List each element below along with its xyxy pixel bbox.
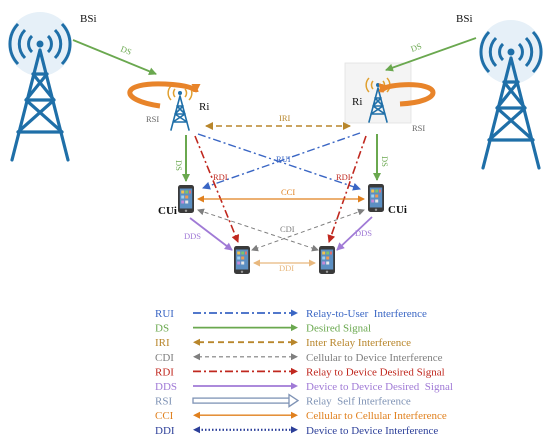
cdi-label: CDI bbox=[280, 224, 295, 234]
legend-line-symbol bbox=[193, 353, 298, 361]
legend-item: DDS Device to Device Desired Signal bbox=[155, 381, 453, 393]
legend-code: IRI bbox=[155, 337, 170, 349]
legend-line-symbol bbox=[193, 309, 298, 317]
legend-description: Relay-to-User Interference bbox=[306, 308, 427, 320]
legend-line-symbol bbox=[193, 367, 298, 375]
ds-bs-left-label: DS bbox=[119, 44, 133, 57]
ds-bs-right-label: DS bbox=[409, 41, 423, 54]
rdi-link-left bbox=[194, 135, 240, 243]
d2d-left-phone-icon bbox=[234, 246, 250, 274]
rui-link-right bbox=[202, 132, 361, 190]
legend-code: CCI bbox=[155, 410, 174, 422]
legend-description: Cellular to Device Interference bbox=[306, 352, 443, 364]
rsi-left-label: RSI bbox=[146, 114, 159, 124]
legend-description: Inter Relay Interference bbox=[306, 337, 411, 349]
cu-right-phone-icon bbox=[368, 184, 384, 212]
relay-left-icon bbox=[167, 85, 193, 131]
ds-link-bs-left bbox=[72, 39, 157, 76]
legend-line-symbol bbox=[193, 382, 298, 390]
cu-left-label: CUi bbox=[158, 205, 177, 217]
legend-item: RSI Relay Self Interference bbox=[155, 393, 411, 408]
bs-left-label: BSi bbox=[80, 13, 97, 25]
d2d-right-phone-icon bbox=[319, 246, 335, 274]
legend-description: Relay Self Interference bbox=[306, 396, 411, 408]
cdi-link-left bbox=[197, 208, 319, 252]
rsi-loop-left-icon bbox=[127, 81, 201, 109]
legend-code: RDI bbox=[155, 366, 174, 378]
dds-right-label: DDS bbox=[355, 228, 372, 238]
legend-line-symbol bbox=[193, 324, 298, 332]
cdi-link-right bbox=[251, 208, 365, 252]
legend-line-symbol bbox=[193, 411, 298, 419]
legend-code: DS bbox=[155, 323, 169, 335]
ds-link-bs-right bbox=[385, 37, 477, 72]
legend-line-symbol bbox=[192, 393, 300, 408]
legend-item: IRI Inter Relay Interference bbox=[155, 337, 411, 349]
legend-code: CDI bbox=[155, 352, 174, 364]
rsi-loop-right-icon bbox=[378, 82, 436, 107]
cu-left-phone-icon bbox=[178, 185, 194, 213]
legend-code: DDS bbox=[155, 381, 177, 393]
legend-item: DDI Device to Device Interference bbox=[155, 425, 438, 437]
rsi-right-label: RSI bbox=[412, 123, 425, 133]
cci-label: CCI bbox=[281, 187, 295, 197]
bs-right-label: BSi bbox=[456, 13, 473, 25]
legend-item: CDI Cellular to Device Interference bbox=[155, 352, 443, 364]
legend-code: RUI bbox=[155, 308, 174, 320]
ds-relay-left-label: DS bbox=[174, 160, 184, 171]
ds-relay-right-label: DS bbox=[380, 156, 390, 167]
relay-right-label: Ri bbox=[352, 96, 362, 108]
legend-description: Device to Device Desired Signal bbox=[306, 381, 453, 393]
legend-description: Relay to Device Desired Signal bbox=[306, 366, 445, 378]
relay-left-label: Ri bbox=[199, 101, 209, 113]
dds-link-right bbox=[336, 216, 373, 251]
base-station-right-icon bbox=[479, 20, 543, 170]
rdi-left-label: RDI bbox=[213, 172, 228, 182]
legend-description: Device to Device Interference bbox=[306, 425, 438, 435]
legend-code: RSI bbox=[155, 396, 172, 408]
ddi-label: DDI bbox=[279, 263, 294, 273]
legend-item: RUI Relay-to-User Interference bbox=[155, 308, 427, 320]
rdi-link-right bbox=[327, 135, 367, 243]
rdi-right-label: RDI bbox=[336, 172, 351, 182]
legend-description: Cellular to Cellular Interference bbox=[306, 410, 447, 422]
cu-right-label: CUi bbox=[388, 204, 407, 216]
legend-code: DDI bbox=[155, 425, 175, 435]
iri-label: IRI bbox=[279, 113, 291, 123]
legend-item: RDI Relay to Device Desired Signal bbox=[155, 366, 445, 378]
legend-item: DS Desired Signal bbox=[155, 323, 371, 335]
relay-right-icon bbox=[344, 62, 412, 124]
legend-line-symbol bbox=[193, 426, 298, 434]
base-station-left-icon bbox=[8, 12, 72, 162]
dds-link-left bbox=[189, 217, 233, 251]
legend-item: CCI Cellular to Cellular Interference bbox=[155, 410, 447, 422]
legend-description: Desired Signal bbox=[306, 323, 371, 335]
legend-line-symbol bbox=[193, 338, 298, 346]
dds-left-label: DDS bbox=[184, 231, 201, 241]
rui-label: RUI bbox=[276, 154, 291, 164]
